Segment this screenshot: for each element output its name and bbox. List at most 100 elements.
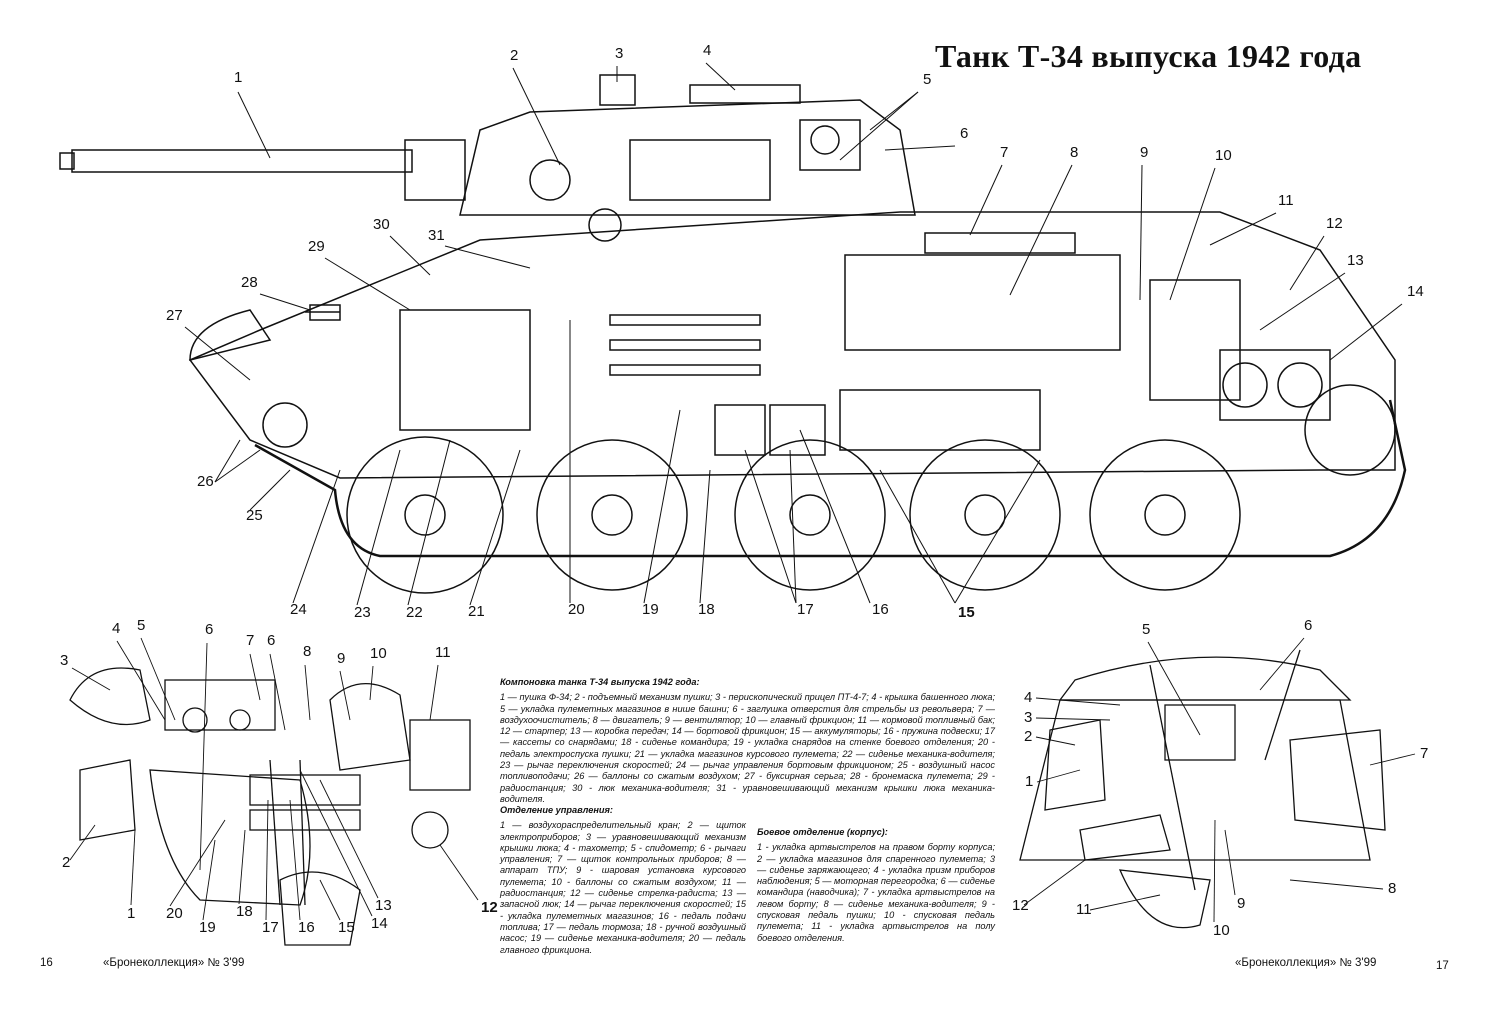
magazine-name-right: «Бронеколлекция» № 3'99	[1235, 957, 1377, 969]
left-callout-18: 18	[236, 903, 253, 920]
callout-1: 1	[234, 69, 242, 86]
left-callout-4: 4	[112, 620, 120, 637]
road-wheel-2	[536, 439, 688, 591]
magazines-stowage	[249, 774, 361, 806]
shell-cassettes	[714, 404, 766, 456]
magazine-name-left: «Бронеколлекция» № 3'99	[103, 957, 245, 969]
drive-sprocket	[1304, 384, 1396, 476]
floor-shells	[1118, 869, 1211, 929]
left-callout-5: 5	[137, 617, 145, 634]
legend-main-heading: Компоновка танка Т-34 выпуска 1942 года:	[500, 677, 700, 687]
engine-bulkhead	[1164, 704, 1236, 761]
callout-18: 18	[698, 601, 715, 618]
muzzle	[59, 152, 75, 170]
left-callout-6a: 6	[205, 621, 213, 638]
callout-26: 26	[197, 473, 214, 490]
shell-rack-2	[609, 339, 761, 351]
left-callout-16: 16	[298, 919, 315, 936]
callout-27: 27	[166, 307, 183, 324]
engine	[844, 254, 1121, 351]
legend-combat: Боевое отделение (корпус): 1 - укладка а…	[757, 827, 995, 944]
left-leader-lines	[69, 637, 479, 921]
radio-set	[409, 719, 471, 791]
right-leader-lines	[1023, 637, 1416, 923]
road-wheel-4-hub	[964, 494, 1006, 536]
callout-30: 30	[373, 216, 390, 233]
hull	[188, 211, 1396, 479]
legend-combat-heading: Боевое отделение (корпус):	[757, 827, 888, 837]
callout-6: 6	[960, 125, 968, 142]
compartment-walls	[1019, 699, 1371, 861]
left-callout-17: 17	[262, 919, 279, 936]
right-callout-5: 5	[1142, 621, 1150, 638]
tank-side-view	[59, 74, 1407, 594]
control-lever-2	[299, 759, 306, 906]
right-callout-2: 2	[1024, 728, 1032, 745]
combat-compartment-sketch	[1019, 649, 1386, 929]
legend-control-text: 1 — воздухораспределительный кран; 2 — щ…	[500, 820, 746, 955]
left-callout-1: 1	[127, 905, 135, 922]
callout-7: 7	[1000, 144, 1008, 161]
right-callout-4: 4	[1024, 689, 1032, 706]
left-callout-11: 11	[435, 644, 451, 661]
side-clutch	[1277, 362, 1323, 408]
right-callout-1: 1	[1025, 773, 1033, 790]
turret-bustle	[799, 119, 861, 171]
callout-23: 23	[354, 604, 371, 621]
road-wheel-1	[346, 436, 504, 594]
callout-25: 25	[246, 507, 263, 524]
callout-12: 12	[1326, 215, 1343, 232]
left-callout-9: 9	[337, 650, 345, 667]
callout-19: 19	[642, 601, 659, 618]
track-lower	[254, 399, 1407, 558]
speedometer-dial	[229, 709, 251, 731]
main-leader-lines	[184, 62, 1403, 606]
road-wheel-4	[909, 439, 1061, 591]
left-callout-6b: 6	[267, 632, 275, 649]
hatch-balancer	[69, 667, 151, 726]
callout-22: 22	[406, 604, 423, 621]
callout-10: 10	[1215, 147, 1232, 164]
gun-barrel	[71, 149, 413, 173]
right-callout-7: 7	[1420, 745, 1428, 762]
callout-20: 20	[568, 601, 585, 618]
callout-3: 3	[615, 45, 623, 62]
shell-cassettes-2	[769, 404, 826, 456]
elevation-gear	[529, 159, 571, 201]
left-callout-3: 3	[60, 652, 68, 669]
legend-control: Отделение управления: 1 — воздухораспред…	[500, 805, 746, 956]
air-bottle	[411, 811, 449, 849]
callout-13: 13	[1347, 252, 1364, 269]
left-callout-14: 14	[371, 915, 388, 932]
road-wheel-5-hub	[1144, 494, 1186, 536]
road-wheel-3-hub	[789, 494, 831, 536]
callout-21: 21	[468, 603, 485, 620]
shell-rack-3	[609, 364, 761, 376]
legend-combat-text: 1 - укладка артвыстрелов на правом борту…	[757, 842, 995, 943]
callout-11: 11	[1278, 192, 1294, 209]
right-callout-labels: 5 6 4 3 2 1 7 8 12 11 9 10	[1012, 617, 1428, 939]
fender-front	[189, 309, 272, 361]
gun-mantlet	[404, 139, 466, 201]
callout-29: 29	[308, 238, 325, 255]
page-number-right: 17	[1436, 960, 1449, 972]
shell-rack-1	[609, 314, 761, 326]
callout-14: 14	[1407, 283, 1424, 300]
turret	[459, 99, 916, 216]
batteries	[839, 389, 1041, 451]
callout-15: 15	[958, 604, 975, 621]
right-callout-9: 9	[1237, 895, 1245, 912]
callout-28: 28	[241, 274, 258, 291]
electrical-panel	[79, 759, 136, 841]
right-callout-8: 8	[1388, 880, 1396, 897]
legend-main: Компоновка танка Т-34 выпуска 1942 года:…	[500, 677, 995, 805]
legend-main-text: 1 — пушка Ф-34; 2 - подъемный механизм п…	[500, 692, 995, 804]
right-callout-11: 11	[1076, 901, 1092, 918]
right-callout-10: 10	[1213, 922, 1230, 939]
left-callout-8: 8	[303, 643, 311, 660]
ball-mount	[329, 683, 411, 771]
left-shell-rack	[1289, 729, 1386, 831]
turret-ring-detail	[810, 125, 840, 155]
callout-24: 24	[290, 601, 307, 618]
